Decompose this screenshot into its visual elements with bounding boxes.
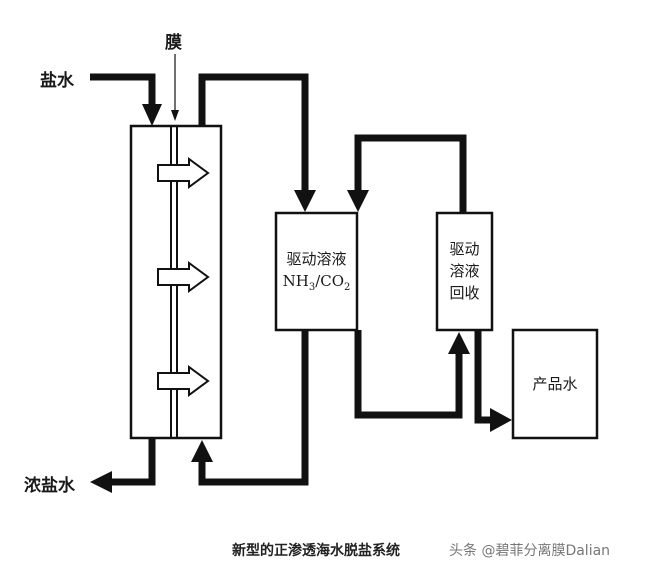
water-flux-arrow-icon: [157, 365, 210, 397]
diluted-draw-arrowhead: [294, 190, 316, 212]
product-water-label: 产品水: [532, 375, 578, 393]
product-water-arrowhead: [490, 408, 512, 432]
draw-solution-name: 驱动溶液: [286, 250, 347, 268]
draw-solution-formula: NH3/CO2: [282, 272, 351, 293]
recovery-box: [435, 211, 494, 332]
water-flux-arrow-icon: [157, 261, 210, 293]
figure-caption: 新型的正渗透海水脱盐系统: [232, 543, 400, 559]
feed-line: [90, 73, 156, 106]
feed-label: 盐水: [40, 71, 74, 91]
recovery-line-2: 溶液: [449, 262, 480, 280]
diluted-draw-line: [198, 73, 309, 192]
watermark: 头条 @碧菲分离膜Dalian: [449, 543, 611, 559]
brine-label: 浓盐水: [24, 476, 75, 496]
product-water-line: [474, 330, 492, 424]
regenerated-draw-line: [354, 134, 467, 213]
product-water-box: [511, 328, 599, 440]
recovery-line-3: 回收: [449, 284, 480, 302]
brine-line: [110, 438, 156, 486]
recovery-text: 驱动 溶液 回收: [437, 238, 492, 304]
draw-solution-box: [274, 211, 359, 332]
to-recovery-line: [354, 330, 463, 419]
feed-arrowhead: [142, 104, 162, 126]
membrane-label: 膜: [165, 33, 182, 53]
regenerated-draw-arrowhead: [347, 190, 369, 212]
recovery-line-1: 驱动: [449, 240, 480, 258]
draw-return-arrowhead: [191, 440, 213, 462]
to-recovery-arrowhead: [448, 332, 470, 354]
membrane-pointer-arrowhead: [171, 110, 179, 121]
brine-arrowhead: [90, 471, 112, 493]
draw-return-line: [198, 330, 309, 486]
water-flux-arrow-icon: [157, 157, 210, 189]
draw-solution-text: 驱动溶液 NH3/CO2: [276, 248, 357, 299]
